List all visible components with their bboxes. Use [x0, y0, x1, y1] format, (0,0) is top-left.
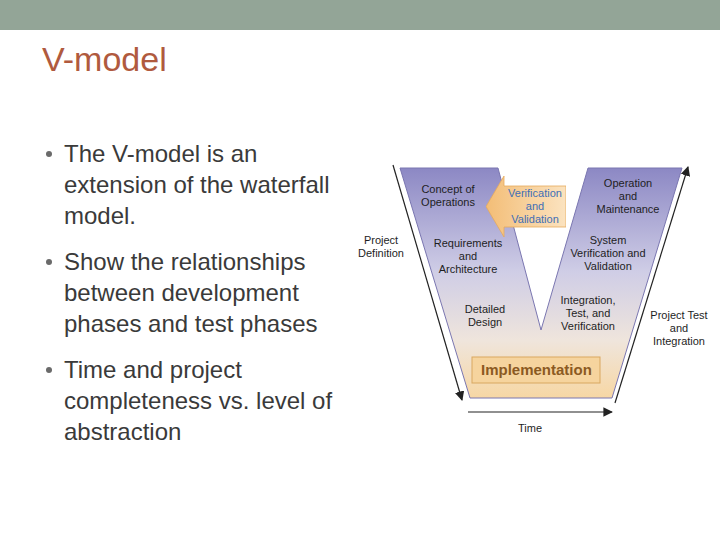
v-shape — [400, 168, 682, 398]
integration-arrow — [615, 167, 688, 403]
top-bar — [0, 0, 720, 30]
bullet-text: Show the relationships between developme… — [64, 248, 318, 337]
bullet-item: Time and project completeness vs. level … — [40, 354, 352, 447]
bullet-dot — [46, 259, 52, 265]
phase-label: Requirements and Architecture — [431, 237, 505, 276]
vv-arrow-fill — [486, 176, 566, 237]
phase-label: Detailed Design — [459, 303, 511, 329]
phase-label: System Verification and Validation — [570, 234, 646, 273]
phase-label: Concept of Operations — [417, 183, 479, 209]
bullet-text: The V-model is an extension of the water… — [64, 140, 330, 229]
bullet-dot — [46, 367, 52, 373]
side-label: Project Definition — [353, 234, 409, 260]
bullet-list: The V-model is an extension of the water… — [40, 138, 352, 462]
phase-label: Integration, Test, and Verification — [557, 294, 619, 333]
vv-text-wrap: Verification and Validation — [504, 176, 566, 226]
slide-title: V-model — [42, 40, 167, 79]
side-label: Project Test and Integration — [650, 309, 708, 348]
implementation-band — [472, 357, 600, 383]
bullet-text: Time and project completeness vs. level … — [64, 356, 332, 445]
bullet-dot — [46, 151, 52, 157]
vv-label: Verification and Validation — [504, 187, 566, 226]
bullet-item: The V-model is an extension of the water… — [40, 138, 352, 231]
axis-label: Time — [518, 422, 542, 435]
bullet-item: Show the relationships between developme… — [40, 246, 352, 339]
phase-label: Implementation — [481, 361, 592, 379]
phase-label: Operation and Maintenance — [594, 177, 662, 216]
vv-arrow-box: Verification and Validation — [486, 176, 566, 237]
time-arrow — [468, 411, 612, 412]
